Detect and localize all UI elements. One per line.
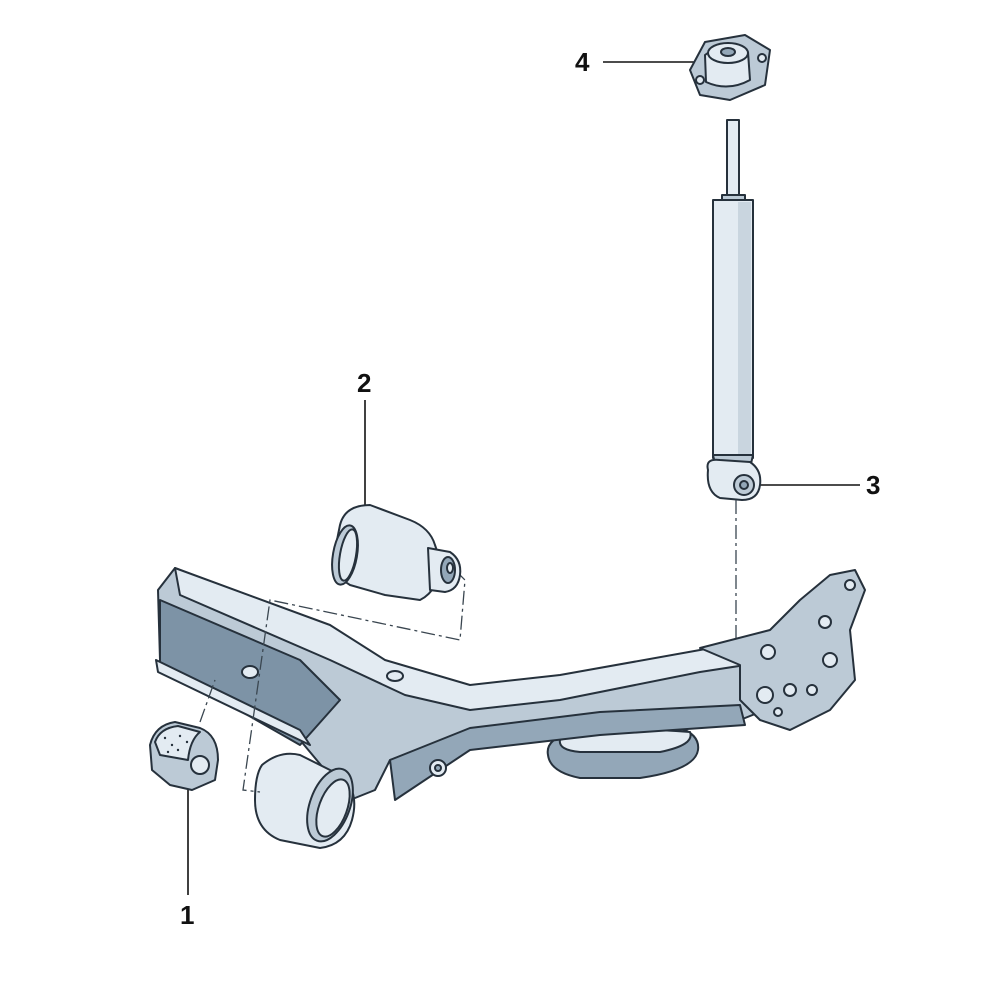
- assembly-line-stabilizer: [199, 679, 216, 723]
- callout-4: 4: [575, 47, 590, 77]
- callout-3: 3: [866, 470, 881, 500]
- shock-top-mount: [689, 34, 771, 101]
- rear-axle-beam: [155, 567, 866, 849]
- shock-absorber: [706, 119, 762, 501]
- callout-2: 2: [357, 368, 372, 398]
- axle-mount-bushing: [331, 504, 462, 601]
- stabilizer-bushing: [149, 721, 219, 791]
- callout-1: 1: [180, 900, 195, 930]
- assembly-line-bushing: [242, 569, 466, 793]
